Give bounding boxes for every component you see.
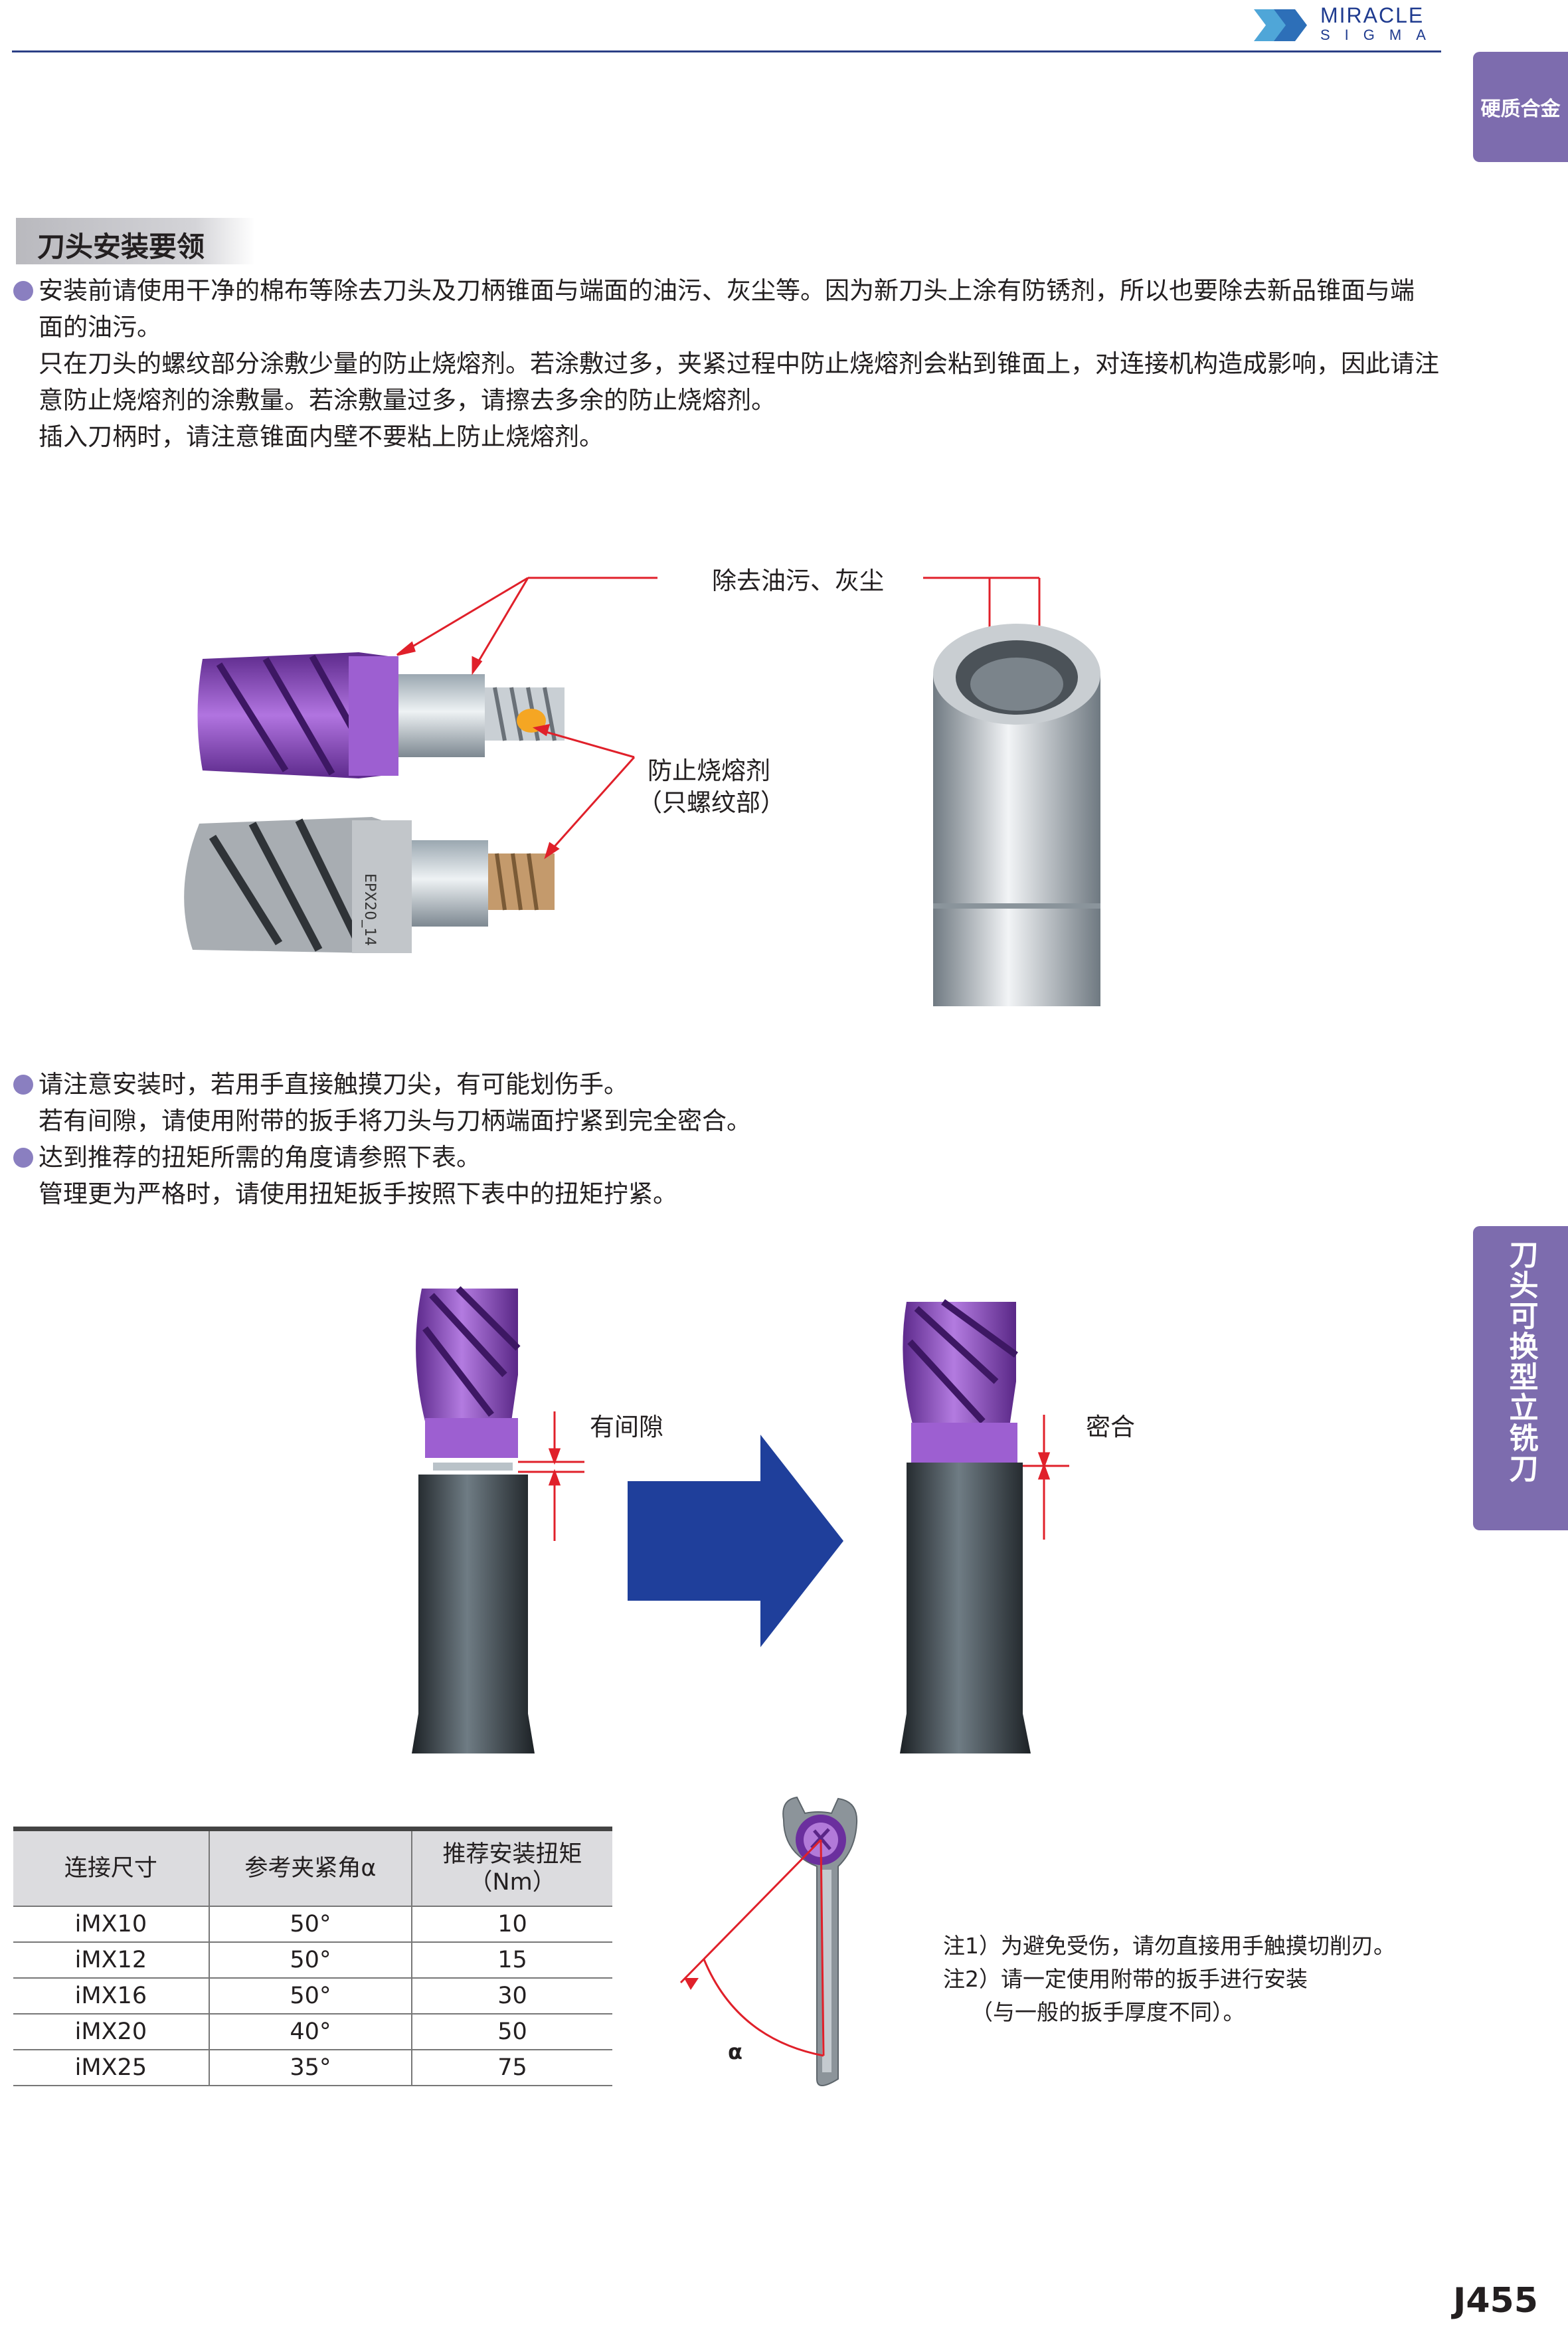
note-line: （与一般的扳手厚度不同）。 bbox=[971, 1999, 1245, 2025]
uncoated-cutter-head: EPX20_14 bbox=[184, 817, 555, 953]
label-tight: 密合 bbox=[1086, 1413, 1135, 1441]
tab-carbide-label: 硬质合金 bbox=[1480, 98, 1561, 121]
header-rule bbox=[12, 50, 1441, 52]
table-row: iMX25 35° 75 bbox=[13, 2050, 612, 2086]
gap-comparison-figure bbox=[412, 1286, 1069, 1753]
install-instructions: 安装前请使用干净的棉布等除去刀头及刀柄锥面与端面的油污、灰尘等。因为新刀头上涂有… bbox=[13, 272, 1441, 455]
brand-line1: MIRACLE bbox=[1320, 3, 1425, 27]
brand-logo: MIRACLE SIGMA bbox=[1254, 4, 1446, 46]
table-row: iMX12 50° 15 bbox=[13, 1942, 612, 1979]
table-row: iMX16 50° 30 bbox=[13, 1978, 612, 2015]
brand-line2: SIGMA bbox=[1320, 27, 1440, 43]
instruction-line: 意防止烧熔剂的涂敷量。若涂敷量过多，请擦去多余的防止烧熔剂。 bbox=[39, 386, 776, 414]
note-line: 注2）请一定使用附带的扳手进行安装 bbox=[943, 1966, 1308, 1992]
dimension-marks bbox=[518, 1411, 1069, 1541]
wrench-figure: α bbox=[679, 1796, 858, 2086]
section-title-bar: 刀头安装要领 bbox=[16, 218, 255, 264]
col-header-angle: 参考夹紧角α bbox=[208, 1827, 412, 1907]
table-row: iMX20 40° 50 bbox=[13, 2014, 612, 2050]
tab-carbide[interactable]: 硬质合金 bbox=[1473, 52, 1568, 162]
instruction-line: 若有间隙，请使用附带的扳手将刀头与刀柄端面拧紧到完全密合。 bbox=[39, 1107, 751, 1135]
safety-instructions: 请注意安装时，若用手直接触摸刀尖，有可能划伤手。 若有间隙，请使用附带的扳手将刀… bbox=[13, 1066, 1441, 1212]
assembly-with-gap bbox=[412, 1286, 535, 1753]
cleaning-figure: EPX20_14 bbox=[184, 577, 1100, 1006]
label-antiseize: 防止烧熔剂 bbox=[648, 757, 770, 785]
angle-alpha-marks bbox=[679, 1838, 825, 2057]
tool-holder-tube bbox=[933, 624, 1100, 1006]
col-header-size: 连接尺寸 bbox=[13, 1827, 209, 1907]
instruction-line: 插入刀柄时，请注意锥面内壁不要粘上防止烧熔剂。 bbox=[39, 422, 604, 451]
tab-side-label: 刀头可换型立铣刀 bbox=[1504, 1239, 1538, 1484]
table-header-row: 连接尺寸 参考夹紧角α 推荐安装扭矩 （Nm） bbox=[13, 1827, 612, 1907]
instruction-line: 达到推荐的扭矩所需的角度请参照下表。 bbox=[13, 1139, 1441, 1176]
label-remove-dirt: 除去油污、灰尘 bbox=[712, 567, 884, 595]
assembly-tight bbox=[900, 1299, 1031, 1753]
page-number: J455 bbox=[1453, 2281, 1538, 2321]
bullet-dot-icon bbox=[13, 281, 33, 301]
bullet-dot-icon bbox=[13, 1148, 33, 1168]
alpha-label: α bbox=[728, 2039, 742, 2064]
section-title: 刀头安装要领 bbox=[37, 230, 205, 263]
right-arrow-icon bbox=[628, 1435, 843, 1647]
instruction-line: 管理更为严格时，请使用扭矩扳手按照下表中的扭矩拧紧。 bbox=[39, 1180, 677, 1208]
label-gap: 有间隙 bbox=[590, 1413, 663, 1441]
bullet-dot-icon bbox=[13, 1075, 33, 1095]
col-header-torque: 推荐安装扭矩 （Nm） bbox=[411, 1827, 612, 1907]
label-antiseize-thread-only: （只螺纹部） bbox=[638, 788, 785, 817]
instruction-line: 请注意安装时，若用手直接触摸刀尖，有可能划伤手。 bbox=[13, 1066, 1441, 1103]
coated-cutter-head bbox=[197, 652, 565, 778]
torque-table: 连接尺寸 参考夹紧角α 推荐安装扭矩 （Nm） iMX10 50° 10 iMX… bbox=[13, 1827, 612, 2086]
instruction-line: 只在刀头的螺纹部分涂敷少量的防止烧熔剂。若涂敷过多，夹紧过程中防止烧熔剂会粘到锥… bbox=[39, 349, 1439, 378]
notes: 注1）为避免受伤，请勿直接用手触摸切削刃。 注2）请一定使用附带的扳手进行安装 … bbox=[943, 1929, 1395, 2029]
chevron-logo-icon bbox=[1254, 9, 1307, 41]
instruction-line: 面的油污。 bbox=[39, 313, 161, 341]
instruction-line: 安装前请使用干净的棉布等除去刀头及刀柄锥面与端面的油污、灰尘等。因为新刀头上涂有… bbox=[13, 272, 1441, 309]
head-marking: EPX20_14 bbox=[361, 873, 378, 946]
table-row: iMX10 50° 10 bbox=[13, 1906, 612, 1943]
tab-exchangeable-head-endmill[interactable]: 刀头可换型立铣刀 bbox=[1473, 1226, 1568, 1530]
note-line: 注1）为避免受伤，请勿直接用手触摸切削刃。 bbox=[943, 1933, 1395, 1959]
